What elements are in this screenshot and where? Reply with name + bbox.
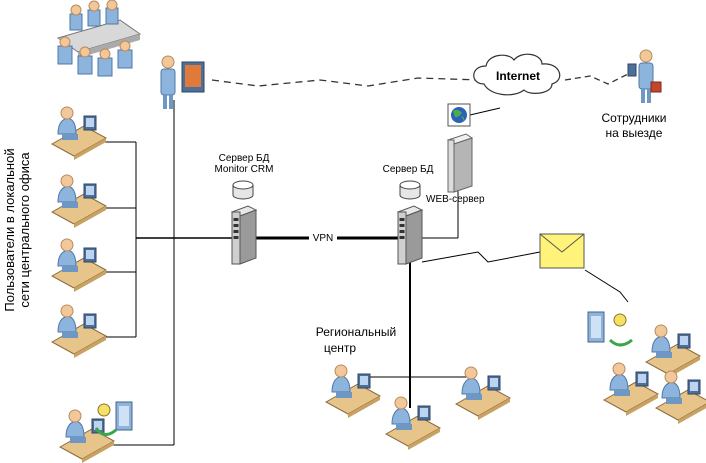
- crm-server-label: Сервер БД: [219, 153, 270, 164]
- workstation-icon: [645, 324, 701, 379]
- mobile-employee-icon: [627, 49, 662, 103]
- database-icon: [399, 180, 421, 200]
- vpn-label: VPN: [313, 233, 334, 244]
- db-server-icon: [397, 205, 423, 265]
- mobile-employees-label-2: на выезде: [606, 126, 663, 140]
- db-server-label: Сервер БД: [383, 164, 434, 175]
- regional-center-label-2: центр: [324, 341, 357, 355]
- mail-link: [421, 251, 541, 263]
- workstation-icon: [51, 106, 107, 161]
- vpn-label-bg: [309, 231, 337, 244]
- svg-text:сети центрального офиса: сети центрального офиса: [17, 152, 32, 308]
- workstation-icon: [603, 362, 659, 417]
- crm-server-label-2: Monitor CRM: [215, 164, 274, 175]
- globe-to-cloud-link: [469, 107, 501, 116]
- mobile-employees-label: Сотрудники: [602, 111, 667, 125]
- regional-center-label: Региональный: [316, 325, 396, 339]
- workstation-icon: [51, 174, 107, 229]
- internet-label: Internet: [496, 69, 540, 83]
- mail-to-remote-link: [584, 269, 629, 303]
- internet-cloud-icon: [473, 53, 561, 96]
- svg-text:Пользователи в локальной: Пользователи в локальной: [2, 148, 17, 311]
- web-server-label: WEB-сервер: [426, 194, 485, 205]
- globe-icon: [447, 103, 471, 127]
- wireless-dashed-link: [211, 77, 481, 87]
- email-envelope-icon: [539, 233, 585, 269]
- workstation-icon: [655, 370, 706, 425]
- workstation-icon: [325, 364, 381, 419]
- workstation-icon: [51, 304, 107, 359]
- crm-server-icon: [231, 205, 257, 265]
- workstation-icon: [385, 396, 441, 451]
- remote-users: [587, 311, 706, 425]
- remote-access-user: [59, 401, 133, 463]
- meeting-room-icon: [56, 0, 142, 77]
- left-group-label: Пользователи в локальной сети центрально…: [2, 148, 32, 311]
- office-workstations: [51, 106, 107, 359]
- tablet-user-icon: [160, 55, 205, 109]
- sync-device-icon: [587, 311, 633, 347]
- workstation-icon: [51, 238, 107, 293]
- crm-database-icon: [232, 180, 254, 200]
- workstation-icon: [455, 366, 511, 421]
- mobile-dashed-link: [564, 73, 629, 85]
- web-server-icon: [446, 133, 474, 193]
- regional-users: [325, 364, 511, 451]
